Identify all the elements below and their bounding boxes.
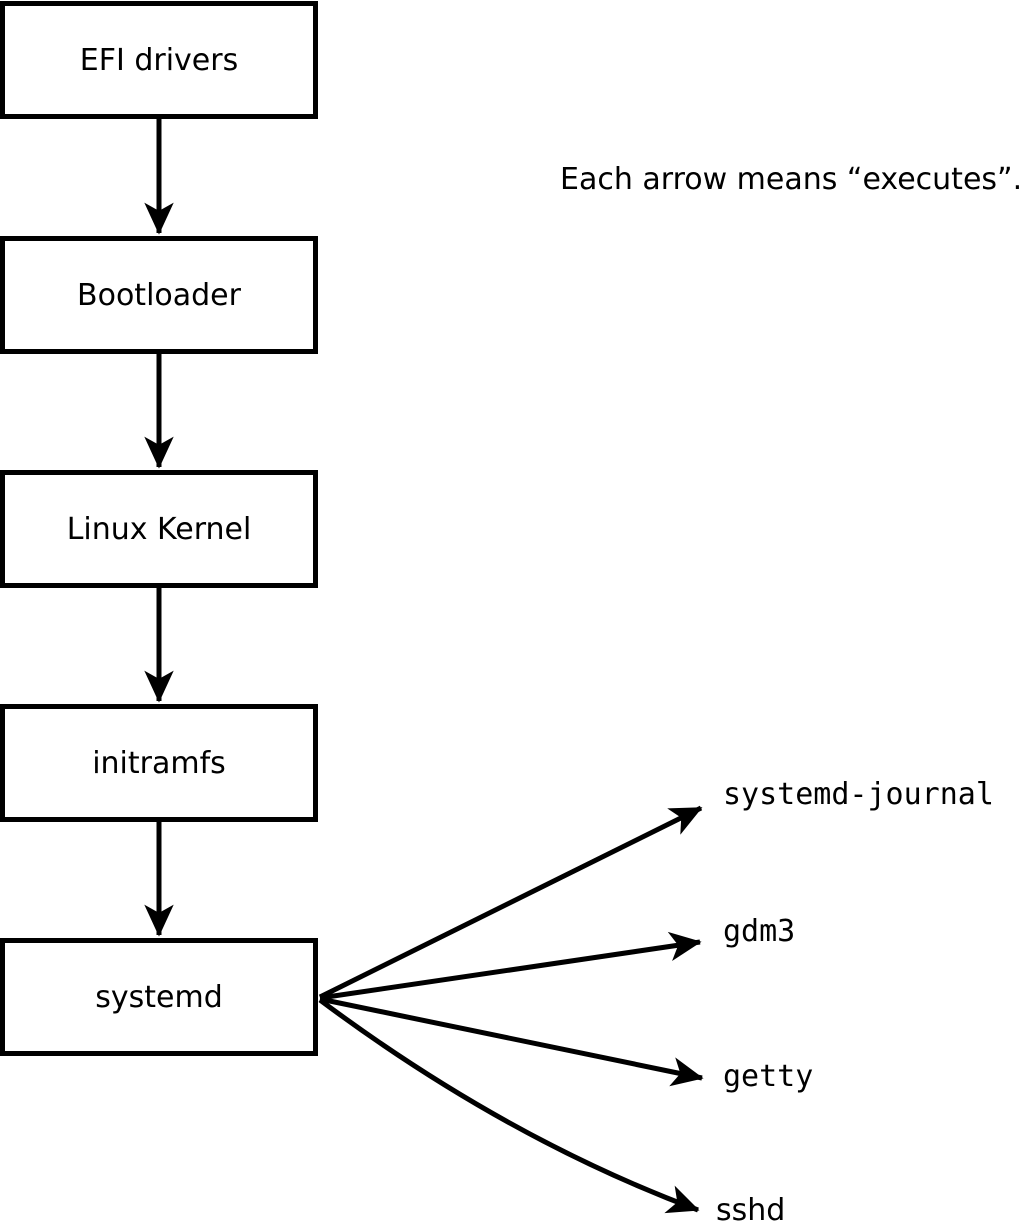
proc-label-gdm3: gdm3: [723, 914, 796, 949]
arrow-systemd-to-gdm3: [319, 931, 702, 1001]
node-initramfs: initramfs: [0, 704, 318, 822]
node-label: initramfs: [92, 745, 226, 781]
node-label: Linux Kernel: [66, 511, 252, 547]
node-systemd: systemd: [0, 938, 318, 1056]
arrow-systemd-to-journal: [318, 805, 703, 1000]
node-bootloader: Bootloader: [0, 236, 318, 354]
node-label: EFI drivers: [79, 42, 239, 78]
node-linux-kernel: Linux Kernel: [0, 470, 318, 588]
proc-label-sshd: sshd: [716, 1193, 786, 1228]
caption-arrow-meaning: Each arrow means “executes”.: [560, 162, 1023, 197]
arrow-systemd-to-getty: [319, 996, 704, 1087]
proc-label-getty: getty: [723, 1059, 814, 1094]
node-label: Bootloader: [77, 277, 241, 313]
node-efi-drivers: EFI drivers: [0, 1, 318, 119]
proc-label-systemd-journal: systemd-journal: [723, 777, 994, 812]
node-label: systemd: [95, 979, 223, 1015]
arrow-systemd-to-sshd: [318, 997, 700, 1214]
